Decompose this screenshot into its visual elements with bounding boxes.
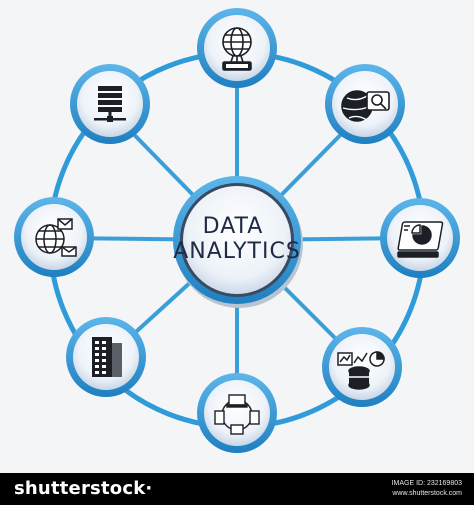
site-url: www.shutterstock.com <box>392 490 462 497</box>
server-network-icon <box>94 86 126 122</box>
data-analytics-diagram: DATA ANALYTICS <box>14 8 460 453</box>
node-face <box>204 380 270 446</box>
node-global-search <box>325 64 405 144</box>
center-title-line2: ANALYTICS <box>173 239 301 264</box>
center-hub: DATA ANALYTICS <box>173 176 303 308</box>
database-chart-icon <box>337 351 385 390</box>
tablet-pie-chart-icon <box>397 221 444 258</box>
globe-tablet-icon <box>222 27 252 71</box>
brand-logo: shutterstock· <box>14 478 153 499</box>
computer-network-icon <box>214 394 260 435</box>
globe-email-icon <box>35 218 77 257</box>
globe-magnifier-icon <box>341 90 390 122</box>
footer-bar: shutterstock· IMAGE ID: 232169803 www.sh… <box>0 473 474 505</box>
node-network <box>197 373 277 453</box>
node-database-chart <box>322 327 402 407</box>
node-pie-chart-tablet <box>380 198 460 278</box>
node-globe-tablet <box>197 8 277 88</box>
image-id-label: IMAGE ID: 232169803 <box>391 480 462 487</box>
node-building <box>66 317 146 397</box>
node-server <box>70 64 150 144</box>
office-building-icon <box>92 337 122 377</box>
node-globe-mail <box>14 197 94 277</box>
center-hub-face <box>183 186 291 294</box>
center-title-line1: DATA <box>203 214 264 239</box>
